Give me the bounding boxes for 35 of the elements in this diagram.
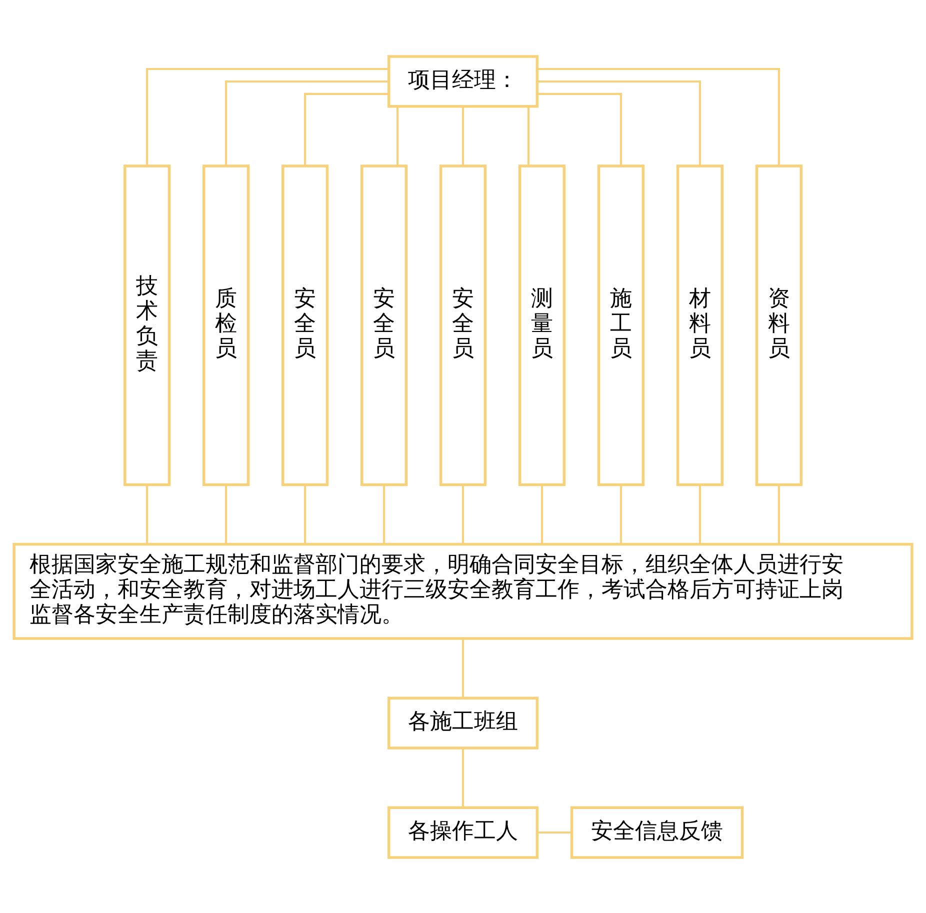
connector: [462, 106, 464, 165]
connector: [537, 830, 572, 834]
connector: [537, 67, 780, 166]
connector: [396, 106, 399, 165]
node-box: 测量员: [518, 164, 566, 486]
node-box: 安全员: [360, 164, 408, 486]
connector: [527, 106, 530, 165]
connector: [146, 67, 389, 166]
node-box: 材料员: [676, 164, 724, 486]
node-box: 根据国家安全施工规范和监督部门的要求，明确合同安全目标，组织全体人员进行安全活动，和安全教育，对进场工人进行三级安全教育工作，考试合格后方可持证上岗监督各安全生产责任制度的落实情况。: [12, 542, 914, 640]
connector: [537, 92, 622, 166]
connector: [304, 484, 306, 544]
connector: [462, 638, 464, 698]
node-box: 安全信息反馈: [570, 806, 744, 858]
connector: [778, 484, 780, 544]
node-box: 各施工班组: [387, 696, 539, 749]
node-box: 质检员: [202, 164, 250, 486]
connector: [382, 484, 386, 544]
connector: [620, 484, 622, 544]
node-box: 安全员: [439, 164, 487, 486]
node-box: 资料员: [755, 164, 802, 486]
connector: [462, 484, 464, 544]
connector: [462, 748, 464, 807]
node-box: 施工员: [597, 164, 645, 486]
connector: [225, 80, 389, 165]
node-box: 项目经理：: [387, 54, 539, 108]
node-box: 技术负责: [124, 164, 171, 486]
node-box: 各操作工人: [387, 806, 539, 858]
connector: [225, 484, 228, 544]
connector: [537, 80, 701, 165]
node-box: 安全员: [281, 164, 329, 486]
connector: [540, 484, 544, 544]
connector: [304, 92, 389, 166]
connector: [698, 484, 701, 544]
connector: [146, 484, 148, 544]
